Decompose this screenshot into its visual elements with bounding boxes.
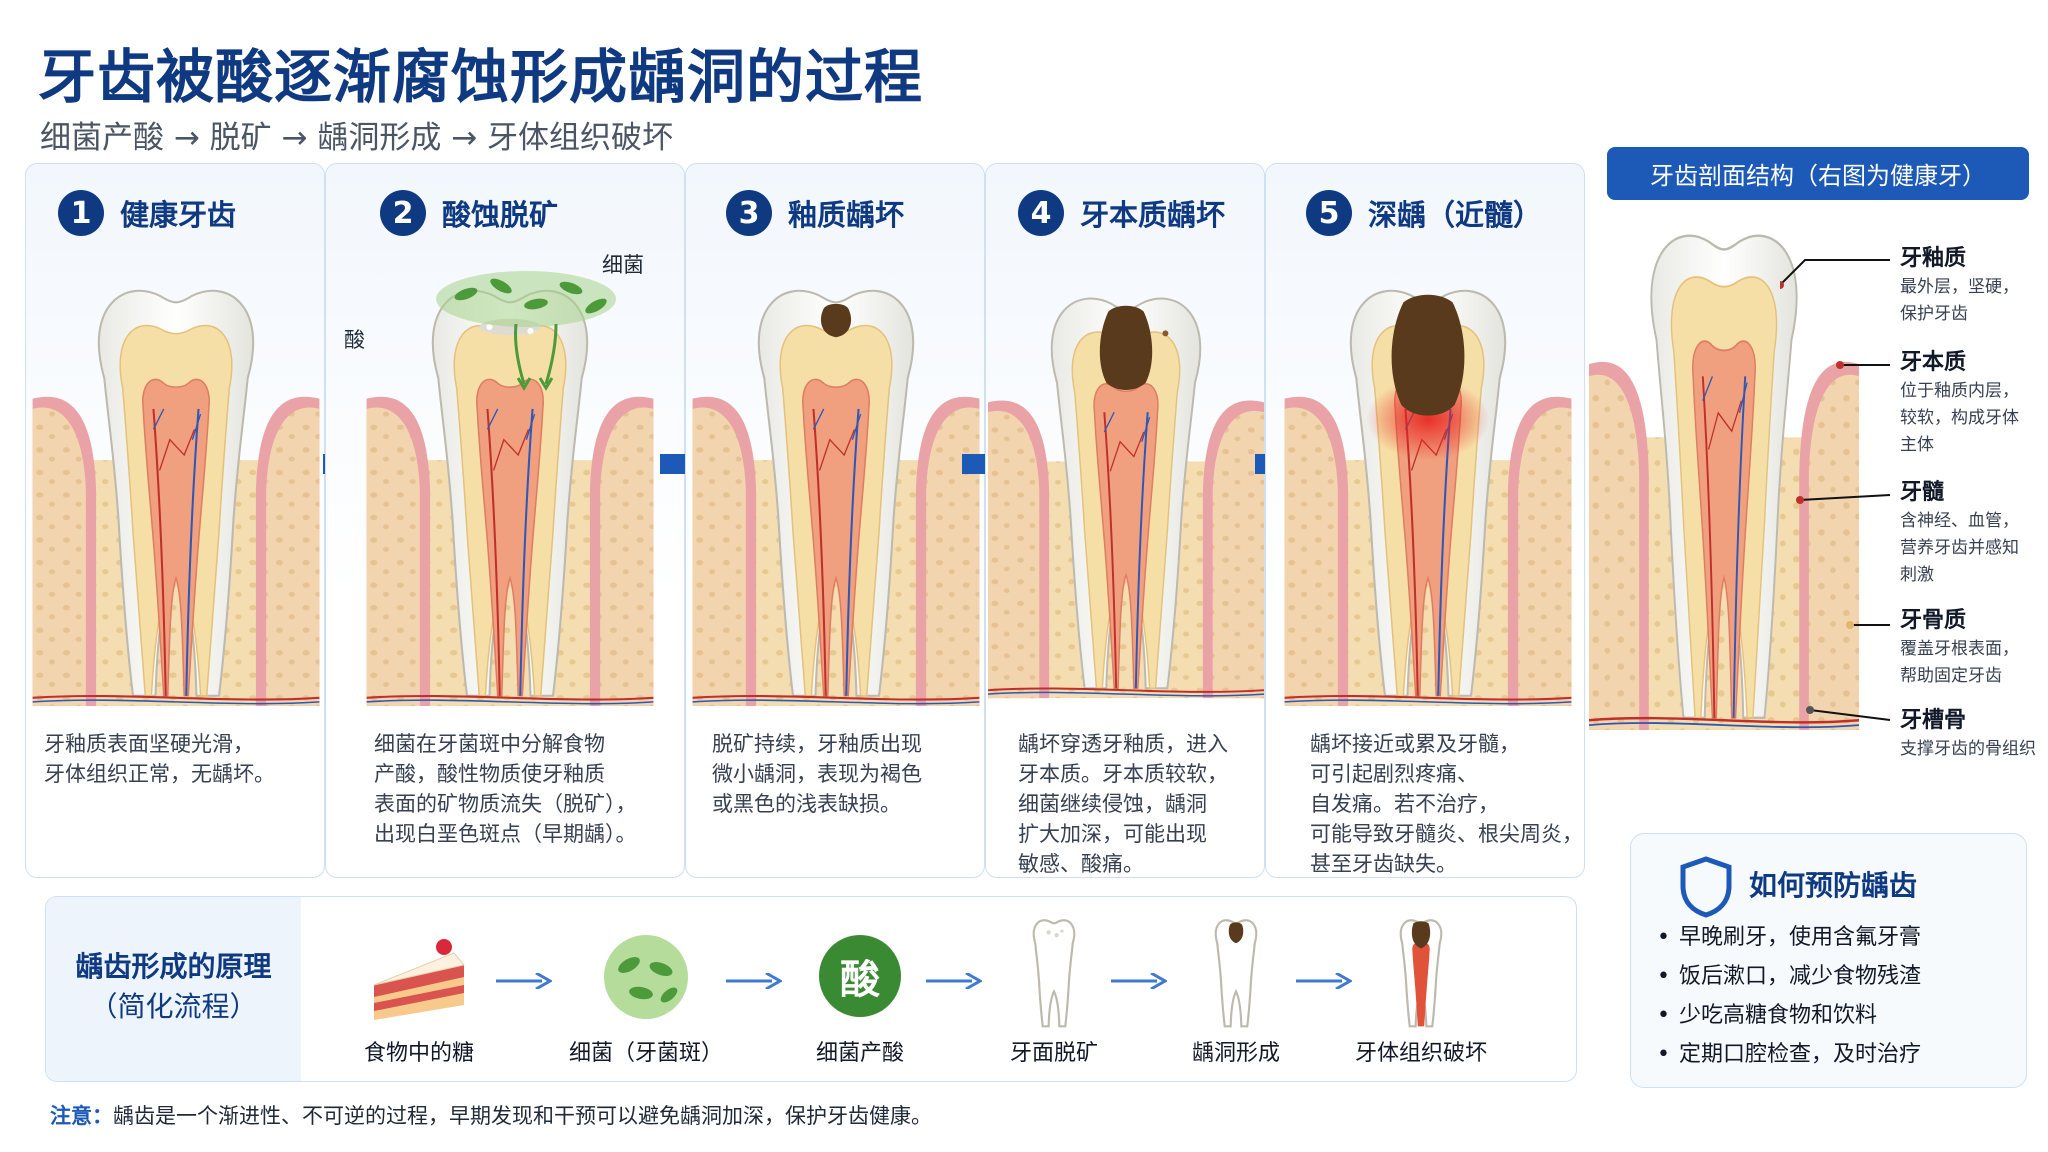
page-title: 牙齿被酸逐渐腐蚀形成龋洞的过程 xyxy=(38,43,924,111)
arrow-icon xyxy=(726,973,782,989)
stage-number: 1 xyxy=(58,190,104,236)
stage-card-5: 5 深龋（近髓） 龋坏接近或累及牙髓， 可引起剧烈疼痛、 自发痛。若不治疗， 可… xyxy=(1265,163,1585,878)
prevention-title: 如何预防龋齿 xyxy=(1749,869,1918,902)
list-item: •少吃高糖食物和饮料 xyxy=(1657,1003,1878,1028)
prevention-panel: 如何预防龋齿 •早晚刷牙，使用含氟牙膏 •饭后漱口，减少食物残渣 •少吃高糖食物… xyxy=(1630,833,2027,1088)
healthy-tooth-illustration xyxy=(31,289,321,706)
arrow-icon xyxy=(496,973,552,989)
flow-label: 细菌产酸 xyxy=(815,1041,904,1066)
stage-title: 健康牙齿 xyxy=(120,198,237,232)
note-text: 龋齿是一个渐进性、不可逆的过程，早期发现和干预可以避免龋洞加深，保护牙齿健康。 xyxy=(113,1104,932,1128)
note-label: 注意： xyxy=(50,1104,113,1128)
acid-badge: 酸 xyxy=(819,935,901,1017)
stage-number: 3 xyxy=(726,190,772,236)
principle-title: 龋齿形成的原理 xyxy=(75,950,272,983)
stage-description: 牙釉质表面坚硬光滑， 牙体组织正常，无龋坏。 xyxy=(44,732,275,786)
flow-label: 牙面脱矿 xyxy=(1009,1041,1098,1066)
principle-subtitle: （简化流程） xyxy=(89,990,258,1023)
stage-card-4: 4 牙本质龋坏 龋坏穿透牙釉质，进入 牙本质。牙本质较软， 细菌继续侵蚀，龋洞 … xyxy=(985,163,1265,878)
label-pulp: 牙髓 含神经、血管， 营养牙齿并感知 刺激 xyxy=(1900,480,2019,585)
stage-title: 酸蚀脱矿 xyxy=(442,198,559,232)
structure-leader-lines xyxy=(1780,259,1891,721)
list-item: •定期口腔检查，及时治疗 xyxy=(1657,1042,1922,1067)
shield-icon xyxy=(1680,856,1732,918)
stage-description: 脱矿持续，牙釉质出现 微小龋洞，表现为褐色 或黑色的浅表缺损。 xyxy=(712,732,922,816)
flow-label: 龋洞形成 xyxy=(1191,1041,1280,1066)
label-dentin: 牙本质 位于釉质内层， 较软，构成牙体 主体 xyxy=(1900,350,2019,455)
label-cementum: 牙骨质 覆盖牙根表面， 帮助固定牙齿 xyxy=(1900,608,2019,686)
caries-principle-panel: 龋齿形成的原理 （简化流程） 食物中的糖 细菌（牙菌斑） 酸 细菌产酸 牙面脱矿… xyxy=(45,896,1577,1082)
stage-title: 釉质龋坏 xyxy=(788,198,905,232)
structure-header: 牙齿剖面结构（右图为健康牙） xyxy=(1607,147,2029,200)
arrow-icon xyxy=(1111,973,1167,989)
destroyed-tooth-icon xyxy=(1399,919,1443,1028)
bacteria-cluster-icon xyxy=(436,271,616,391)
stage-number: 4 xyxy=(1018,190,1064,236)
list-item: •早晚刷牙，使用含氟牙膏 xyxy=(1657,925,1922,950)
stage-title: 深龋（近髓） xyxy=(1368,198,1543,232)
arrow-icon xyxy=(926,973,982,989)
label-enamel: 牙釉质 最外层，坚硬， 保护牙齿 xyxy=(1900,246,2019,324)
stage-number: 2 xyxy=(380,190,426,236)
flow-label: 细菌（牙菌斑） xyxy=(568,1041,723,1066)
list-item: •饭后漱口，减少食物残渣 xyxy=(1657,964,1922,989)
bacteria-label: 细菌 xyxy=(602,253,644,277)
stage-card-1: 1 健康牙齿 牙釉质表面坚硬光滑， 牙体组织正常，无龋坏。 xyxy=(25,163,325,878)
cavity-tooth-icon xyxy=(1214,919,1258,1028)
arrow-icon xyxy=(1296,973,1352,989)
stage-number: 5 xyxy=(1306,190,1352,236)
enamel-caries-tooth-illustration xyxy=(691,289,981,706)
stage-title: 牙本质龋坏 xyxy=(1080,198,1226,232)
page-subtitle: 细菌产酸 → 脱矿 → 龋洞形成 → 牙体组织破坏 xyxy=(40,120,674,156)
stage-description: 龋坏穿透牙釉质，进入 牙本质。牙本质较软， 细菌继续侵蚀，龋洞 扩大加深，可能出… xyxy=(1018,732,1228,876)
dentin-caries-tooth-illustration xyxy=(988,297,1264,700)
flow-label: 食物中的糖 xyxy=(363,1041,474,1066)
flow-label: 牙体组织破坏 xyxy=(1354,1041,1487,1066)
stage-card-2: 2 酸蚀脱矿 细菌 酸 细菌在牙菌斑中分解食物 产酸，酸性物质使牙釉质 表面的矿… xyxy=(325,163,685,878)
stage-description: 龋坏接近或累及牙髓， 可引起剧烈疼痛、 自发痛。若不治疗， 可能导致牙髓炎、根尖… xyxy=(1310,732,1583,876)
prevention-list: •早晚刷牙，使用含氟牙膏 •饭后漱口，减少食物残渣 •少吃高糖食物和饮料 •定期… xyxy=(1657,918,1921,1074)
bacteria-icon xyxy=(604,935,688,1019)
acid-label: 酸 xyxy=(344,328,365,352)
demineralized-tooth-icon xyxy=(1032,919,1076,1028)
cake-icon xyxy=(373,939,465,1020)
principle-side: 龋齿形成的原理 （简化流程） xyxy=(46,897,301,1081)
deep-caries-tooth-illustration xyxy=(1283,289,1573,706)
label-alveolar-bone: 牙槽骨 支撑牙齿的骨组织 xyxy=(1900,708,2036,759)
stage-card-3: 3 釉质龋坏 脱矿持续，牙釉质出现 微小龋洞，表现为褐色 或黑色的浅表缺损。 xyxy=(685,163,985,878)
stage-description: 细菌在牙菌斑中分解食物 产酸，酸性物质使牙釉质 表面的矿物质流失（脱矿）， 出现… xyxy=(374,732,637,846)
footer-note: 注意：龋齿是一个渐进性、不可逆的过程，早期发现和干预可以避免龋洞加深，保护牙齿健… xyxy=(50,1100,932,1130)
